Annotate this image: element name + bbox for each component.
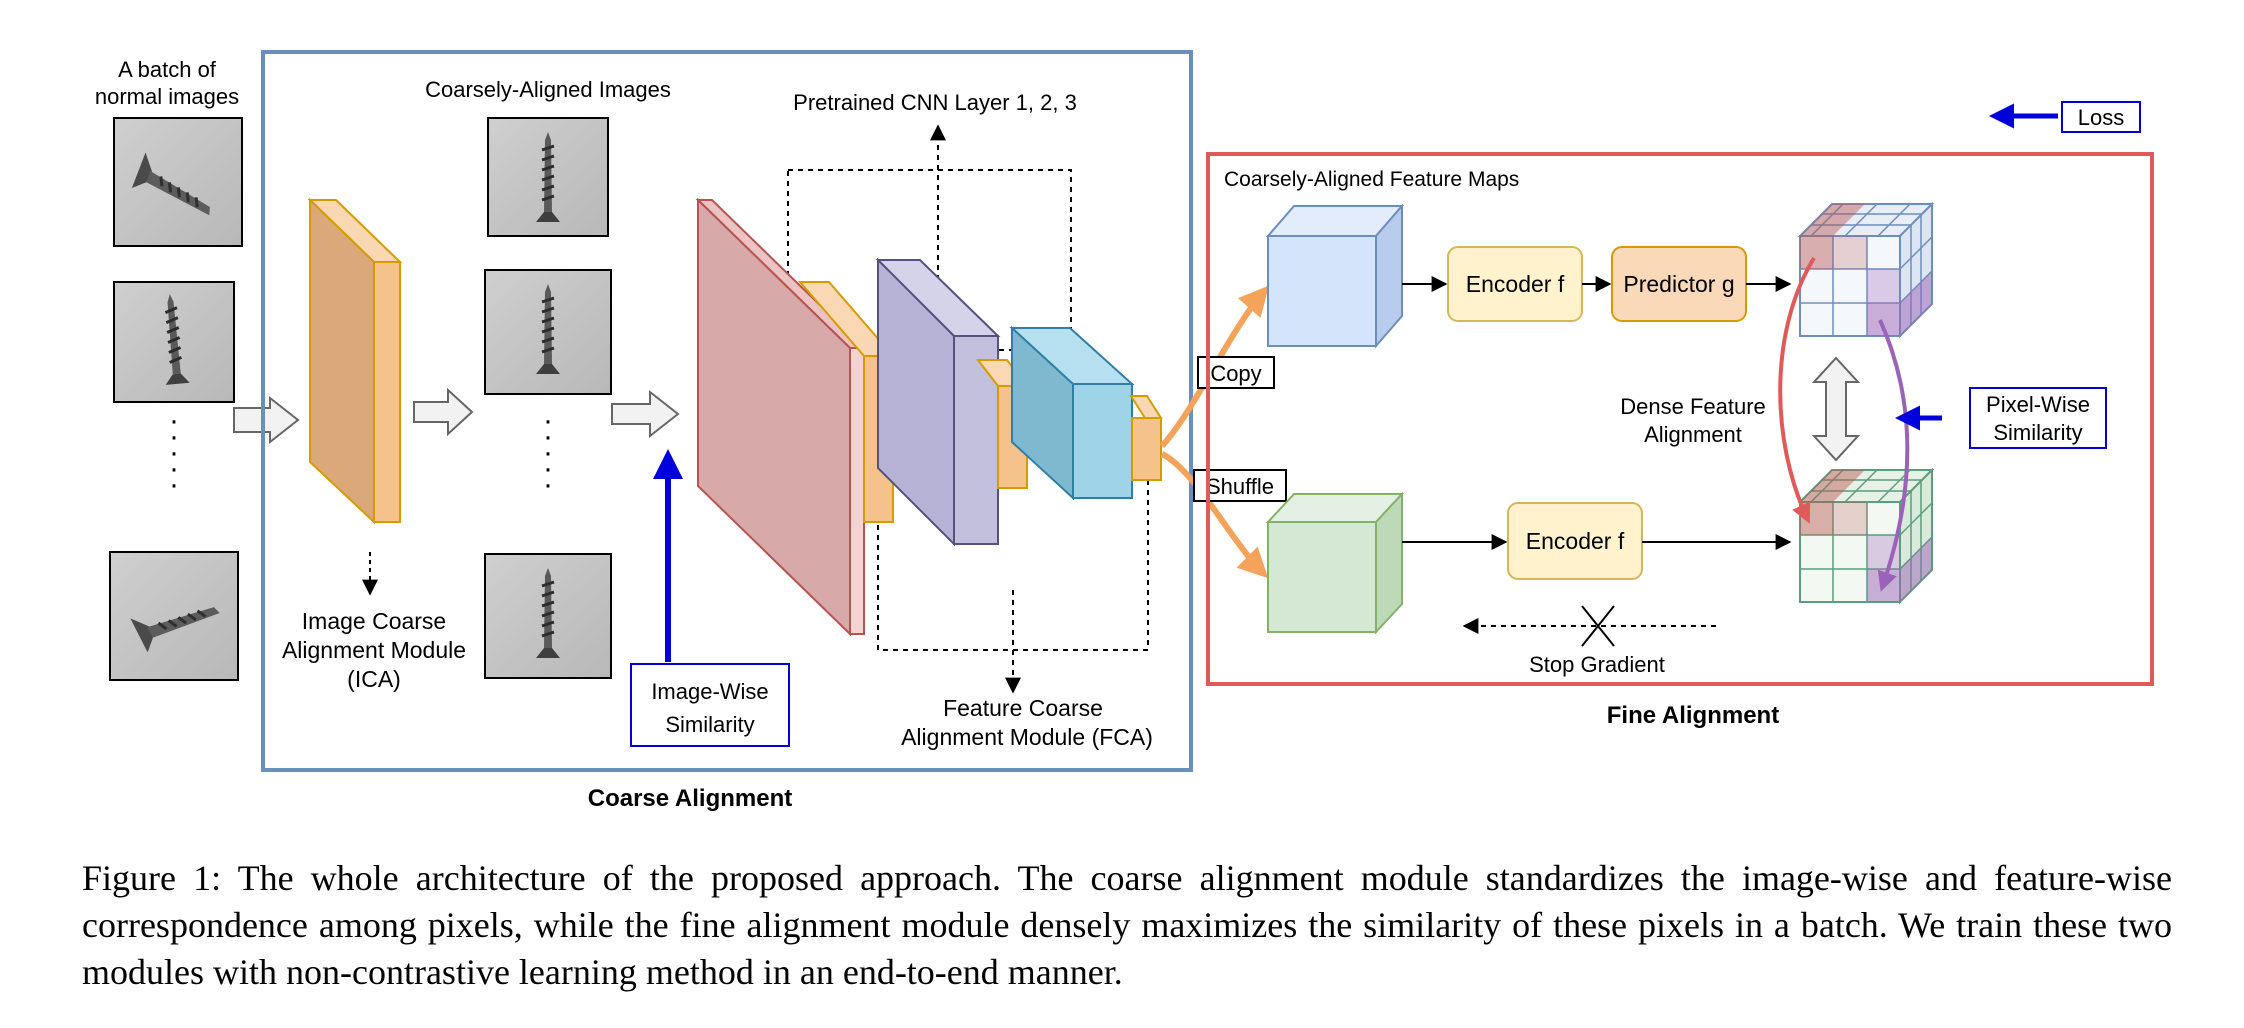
batch-ellipsis: ····· [169, 404, 179, 501]
encoder-bottom-label: Encoder f [1526, 528, 1625, 554]
stop-gradient-label: Stop Gradient [1529, 652, 1665, 677]
shuffle-arrow [1160, 451, 1269, 579]
input-image-3 [109, 551, 239, 681]
image-wise-similarity-box [630, 663, 790, 747]
coarse-images-title: Coarsely-Aligned Images [425, 77, 671, 102]
copy-feature-cube [1265, 203, 1405, 349]
cnn-layer-2 [875, 257, 1001, 547]
input-image-1 [113, 117, 243, 247]
arrow-right-icon [413, 387, 474, 437]
dense-alignment-label-1: Dense Feature [1620, 394, 1766, 419]
loss-label: Loss [2078, 105, 2124, 130]
dense-alignment-label-2: Alignment [1644, 422, 1742, 447]
aligned-ellipsis: ····· [543, 404, 553, 501]
image-wise-label-2: Similarity [665, 712, 754, 737]
red-alignment-arrow [1778, 256, 1816, 524]
pixel-wise-similarity-box [1969, 387, 2107, 449]
ica-label-2: Alignment Module [282, 637, 466, 663]
pixel-wise-label-1: Pixel-Wise [1986, 392, 2090, 417]
double-arrow-icon [1811, 356, 1861, 462]
fca-layer-3 [1129, 395, 1163, 481]
ica-label-3: (ICA) [347, 666, 401, 692]
feature-maps-title: Coarsely-Aligned Feature Maps [1224, 168, 1519, 191]
loss-legend-box [2061, 101, 2141, 133]
arrow-right-icon [233, 395, 300, 445]
aligned-image-2 [484, 269, 612, 395]
predictor-label: Predictor g [1623, 271, 1734, 297]
batch-title-line2: normal images [95, 84, 239, 109]
figure-caption: Figure 1: The whole architecture of the … [82, 858, 2172, 992]
coarse-alignment-title: Coarse Alignment [588, 785, 792, 812]
shuffle-label: Shuffle [1206, 474, 1274, 499]
cnn-layer-1 [695, 197, 867, 637]
aligned-image-1 [487, 117, 609, 237]
ica-label-1: Image Coarse [302, 608, 446, 634]
input-image-2 [113, 281, 235, 403]
fca-label-2: Alignment Module (FCA) [901, 724, 1153, 750]
batch-title-line1: A batch of [118, 57, 217, 82]
pixel-wise-label-2: Similarity [1993, 420, 2082, 445]
stop-gradient-cross [1581, 605, 1615, 647]
feature-grid-top [1797, 201, 1935, 339]
fine-alignment-title: Fine Alignment [1607, 702, 1779, 729]
encoder-top-label: Encoder f [1466, 271, 1565, 297]
copy-tag [1197, 356, 1275, 389]
aligned-image-3 [484, 553, 612, 679]
pretrained-cnn-label: Pretrained CNN Layer 1, 2, 3 [793, 90, 1077, 115]
cnn-layer-3 [1009, 325, 1135, 501]
ica-layer [307, 197, 403, 525]
fca-label-1: Feature Coarse [943, 695, 1103, 721]
arrow-right-icon [611, 389, 680, 439]
purple-alignment-arrow [1877, 319, 1910, 592]
shuffle-feature-cube [1265, 491, 1405, 635]
copy-label: Copy [1210, 361, 1261, 386]
fine-alignment-box [1206, 152, 2154, 686]
image-wise-label-1: Image-Wise [651, 679, 768, 704]
feature-grid-bottom [1797, 467, 1935, 605]
